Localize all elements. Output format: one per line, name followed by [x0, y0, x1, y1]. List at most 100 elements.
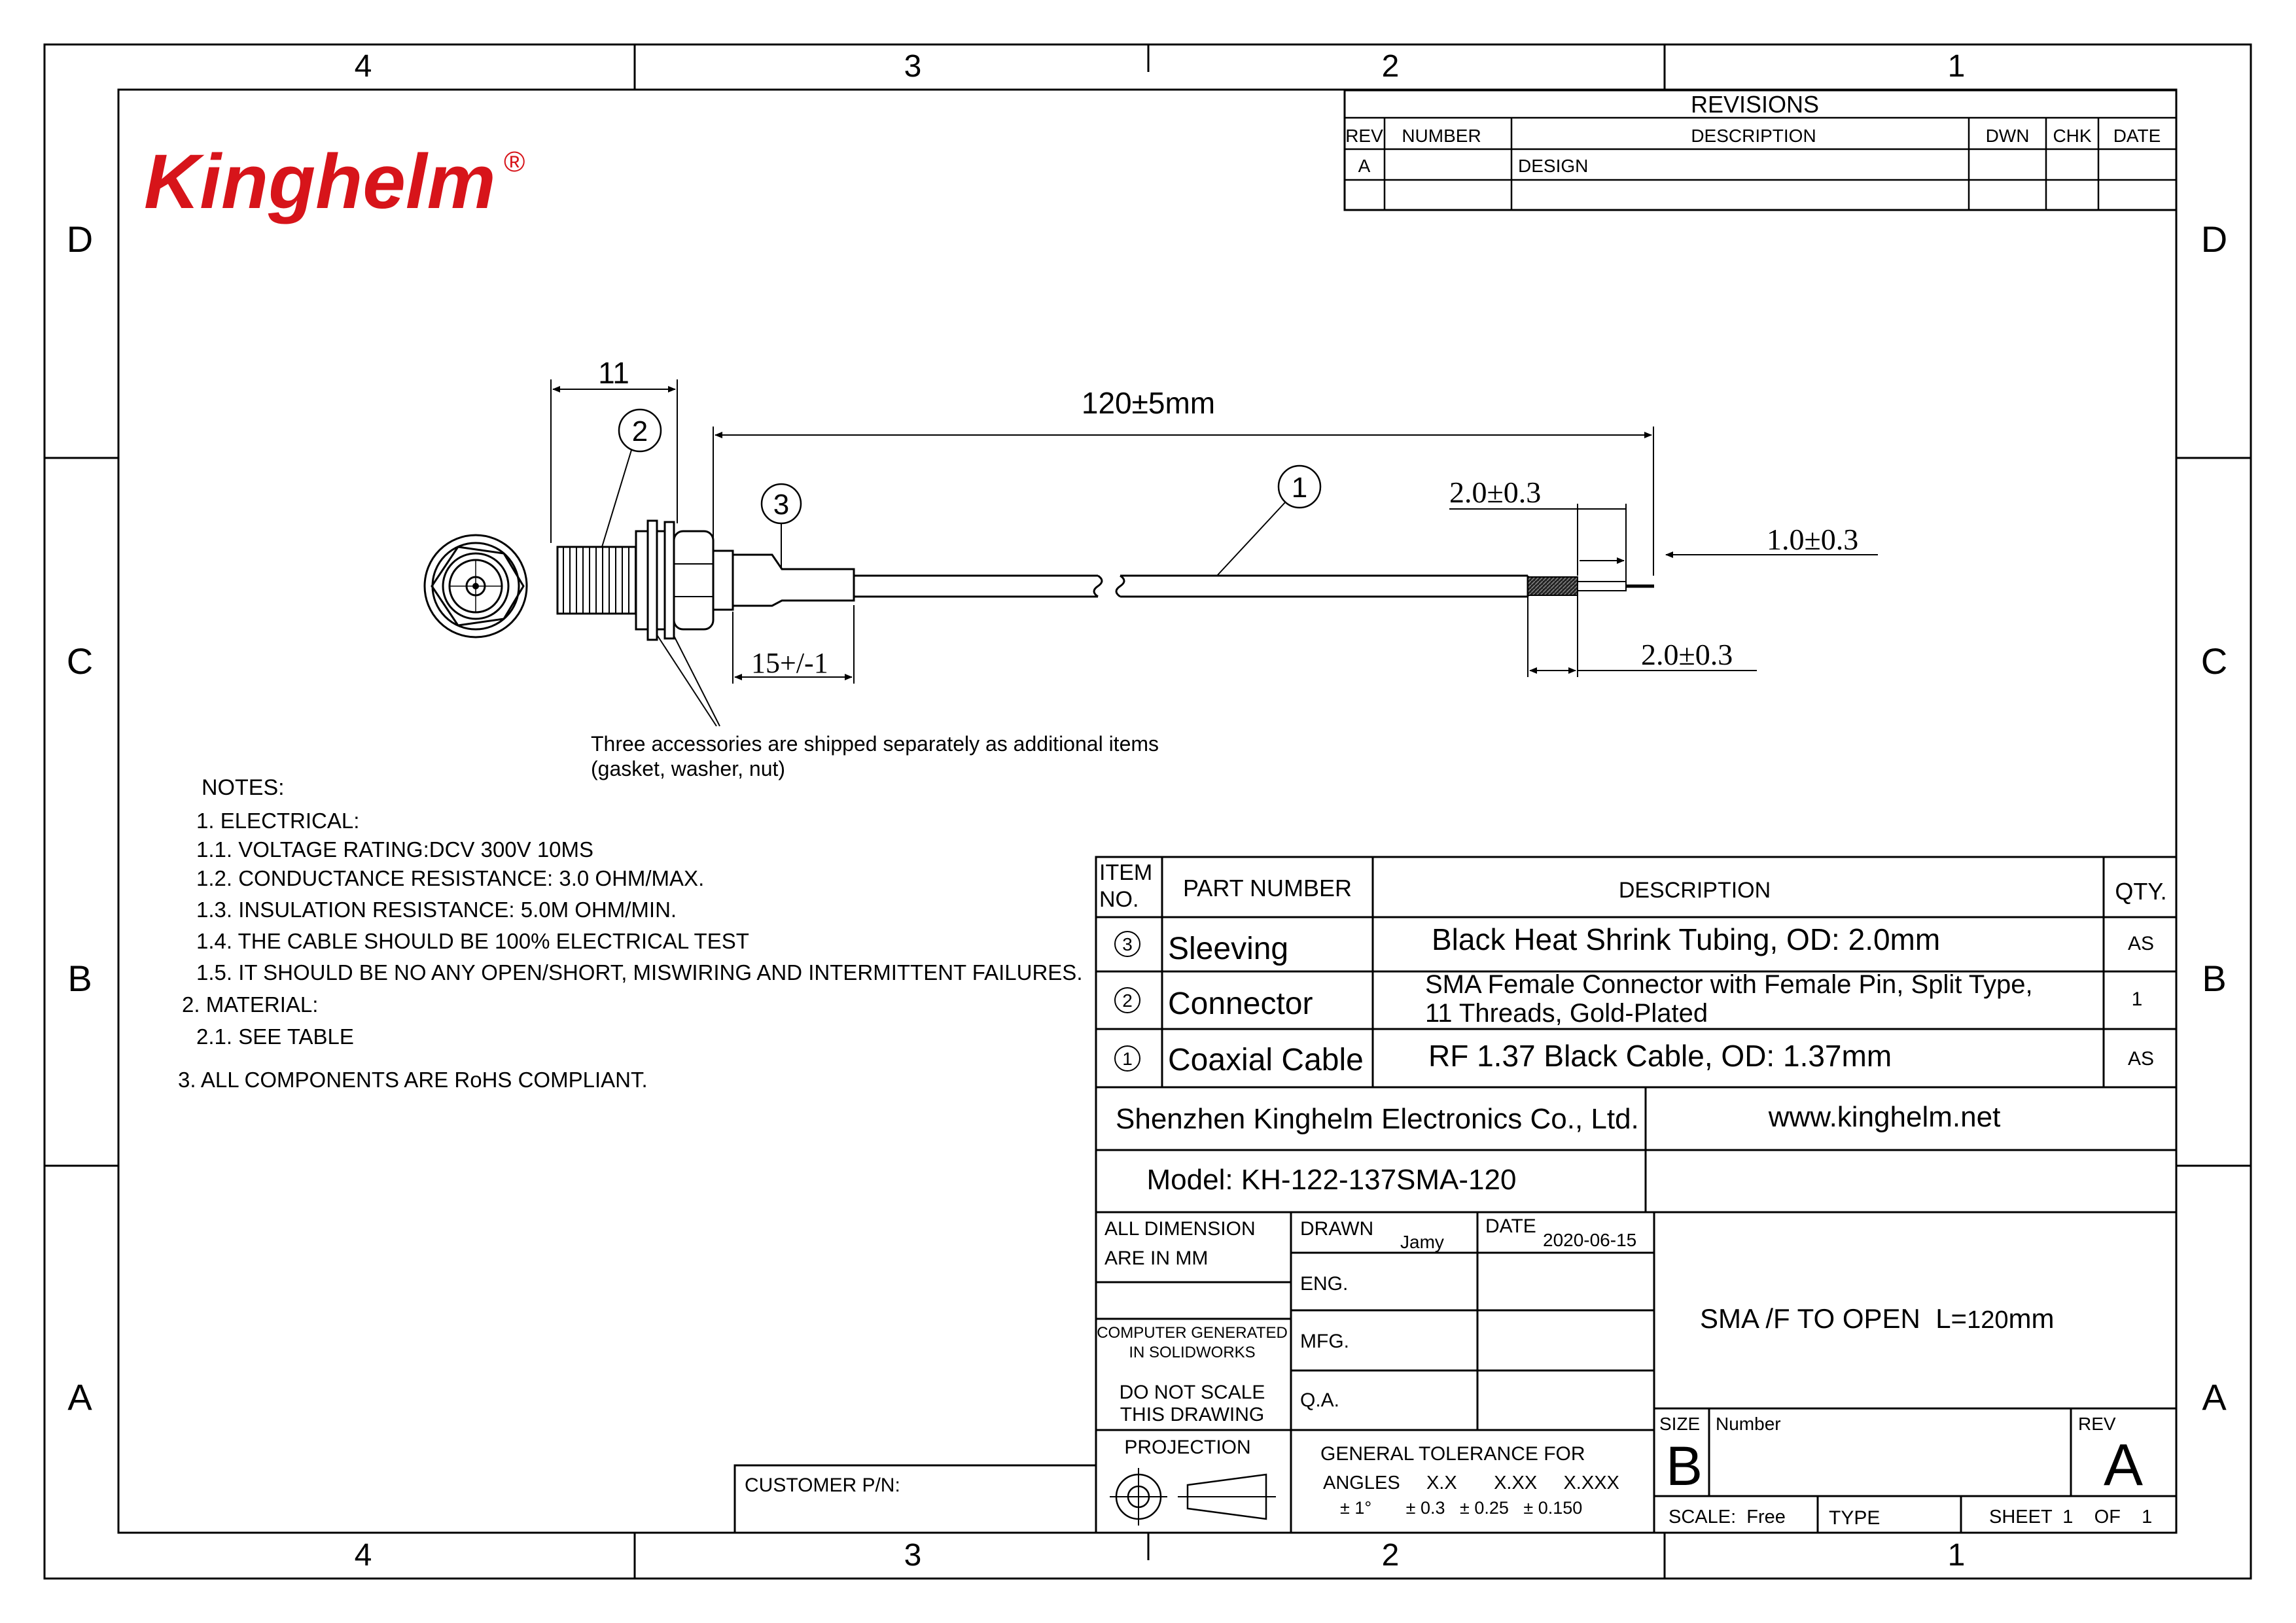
dimension-connector-length: 11 [550, 356, 678, 543]
company-website: www.kinghelm.net [1768, 1101, 2001, 1133]
accessory-note-line-2: (gasket, washer, nut) [591, 757, 785, 780]
dim-pin-label: 1.0±0.3 [1767, 523, 1858, 556]
dimension-pin: 1.0±0.3 [1665, 523, 1878, 558]
dim-total-length-label: 120±5mm [1082, 386, 1215, 420]
number-label: Number [1716, 1414, 1781, 1434]
zone-col-top-4: 4 [355, 49, 372, 84]
eng-label: ENG. [1300, 1273, 1348, 1295]
computer-generated-line-2: IN SOLIDWORKS [1129, 1344, 1255, 1361]
rev-row-1-description: DESIGN [1518, 156, 1588, 176]
bom-row-3-part: Sleeving [1168, 932, 1288, 966]
all-dimension-line-2: ARE IN MM [1104, 1248, 1208, 1269]
bom-row-1-part: Coaxial Cable [1168, 1043, 1364, 1077]
zone-row-right-d: D [2201, 218, 2227, 260]
sheet-label: SHEET 1 OF 1 [1989, 1507, 2152, 1527]
zone-row-left-c: C [67, 640, 93, 682]
note-line-2: 1.1. VOLTAGE RATING:DCV 300V 10MS [196, 837, 593, 862]
bom-row-1-item: 1 [1122, 1049, 1133, 1069]
customer-pn-box: CUSTOMER P/N: [733, 1464, 1097, 1534]
drawing-title: SMA /F TO OPEN L=120mm [1700, 1303, 2054, 1334]
notes-block: NOTES: 1. ELECTRICAL: 1.1. VOLTAGE RATIN… [178, 775, 1082, 1092]
dim-strip-top-label: 2.0±0.3 [1449, 476, 1541, 509]
zone-row-left-d: D [67, 218, 93, 260]
note-line-4: 1.3. INSULATION RESISTANCE: 5.0M OHM/MIN… [196, 898, 677, 922]
zone-col-bottom-3: 3 [904, 1538, 922, 1573]
drawn-label: DRAWN [1300, 1218, 1373, 1240]
balloon-3-label: 3 [773, 489, 789, 521]
drawing-title-length: 120 [1967, 1306, 2008, 1334]
zone-col-top-2: 2 [1382, 49, 1400, 84]
note-line-9: 3. ALL COMPONENTS ARE RoHS COMPLIANT. [178, 1068, 648, 1092]
drawing-title-unit: mm [2009, 1303, 2055, 1334]
rev-label: REV [2078, 1414, 2116, 1434]
bom-row-2-item: 2 [1122, 990, 1133, 1011]
revisions-table: REVISIONS REV NUMBER DESCRIPTION DWN CHK… [1343, 89, 2178, 211]
zone-col-bottom-1: 1 [1948, 1538, 1966, 1573]
dimension-strip-bottom: 2.0±0.3 [1527, 595, 1757, 677]
note-line-3: 1.2. CONDUCTANCE RESISTANCE: 3.0 OHM/MAX… [196, 866, 704, 890]
zone-row-right-a: A [2202, 1376, 2227, 1418]
bom-row-3-qty: AS [2128, 933, 2154, 954]
bom-row-1-item-circle [1114, 1045, 1140, 1072]
mfg-label: MFG. [1300, 1331, 1349, 1352]
do-not-scale-line-2: THIS DRAWING [1120, 1404, 1265, 1425]
drawn-value: Jamy [1400, 1232, 1444, 1252]
dim-connector-label: 11 [598, 356, 629, 390]
computer-generated-line-1: COMPUTER GENERATED [1097, 1324, 1288, 1342]
company-name: Shenzhen Kinghelm Electronics Co., Ltd. [1116, 1103, 1639, 1135]
qa-label: Q.A. [1300, 1389, 1339, 1411]
scale-label: SCALE: Free [1669, 1507, 1786, 1527]
tolerance-title: GENERAL TOLERANCE FOR [1320, 1443, 1585, 1465]
zone-col-bottom-4: 4 [355, 1538, 372, 1573]
logo-text: Kinghelm [144, 139, 496, 225]
third-angle-projection-icon [1110, 1468, 1276, 1526]
size-value: B [1666, 1435, 1703, 1497]
dimension-sleeve-length: 15+/-1 [732, 605, 855, 684]
bom-header-part: PART NUMBER [1183, 875, 1352, 901]
zone-row-left-a: A [67, 1376, 92, 1418]
zone-col-bottom-2: 2 [1382, 1538, 1400, 1573]
logo-registered-mark: ® [504, 146, 525, 178]
bom-row-3-desc: Black Heat Shrink Tubing, OD: 2.0mm [1432, 922, 1940, 956]
dim-strip-bottom-label: 2.0±0.3 [1641, 638, 1733, 671]
type-label: TYPE [1829, 1507, 1880, 1529]
zone-row-right-b: B [2202, 958, 2226, 999]
do-not-scale-line-1: DO NOT SCALE [1120, 1382, 1265, 1403]
balloon-item-2: 2 [601, 408, 662, 548]
bom-header-item-2: NO. [1099, 887, 1139, 912]
note-line-5: 1.4. THE CABLE SHOULD BE 100% ELECTRICAL… [196, 929, 749, 953]
date-label: DATE [1485, 1215, 1536, 1237]
dim-sleeve-label: 15+/-1 [751, 647, 828, 679]
note-line-6: 1.5. IT SHOULD BE NO ANY OPEN/SHORT, MIS… [196, 960, 1082, 985]
connector-side-view [556, 519, 1654, 641]
all-dimension-line-1: ALL DIMENSION [1104, 1218, 1256, 1240]
note-line-8: 2.1. SEE TABLE [196, 1024, 354, 1049]
balloon-item-3: 3 [760, 483, 802, 569]
bom-row-2-item-circle [1114, 987, 1140, 1013]
bom-header-item-1: ITEM [1099, 860, 1152, 885]
balloon-2-label: 2 [632, 415, 648, 447]
dimension-total-length: 120±5mm [713, 386, 1654, 576]
rev-header-chk: CHK [2053, 126, 2091, 146]
zone-col-top-3: 3 [904, 49, 922, 84]
bom-row-1-qty: AS [2128, 1048, 2154, 1070]
bom-row-2-part: Connector [1168, 986, 1313, 1021]
connector-front-view [423, 534, 528, 638]
note-line-1: 1. ELECTRICAL: [196, 809, 359, 833]
projection-label: PROJECTION [1124, 1437, 1250, 1458]
rev-value: A [2104, 1433, 2143, 1498]
cable-assembly-drawing: 11 120±5mm 15+/-1 2.0±0.3 1.0±0.3 [423, 356, 1878, 780]
date-value: 2020-06-15 [1543, 1230, 1636, 1250]
zone-col-top-1: 1 [1948, 49, 1966, 84]
accessory-note-line-1: Three accessories are shipped separately… [591, 732, 1159, 756]
balloon-item-1: 1 [1216, 464, 1322, 576]
bom-row-3-item: 3 [1122, 934, 1133, 954]
company-logo: Kinghelm ® [144, 139, 525, 225]
model-number: Model: KH-122-137SMA-120 [1147, 1164, 1517, 1196]
bom-row-2-desc-line-1: SMA Female Connector with Female Pin, Sp… [1425, 970, 2033, 999]
note-line-7: 2. MATERIAL: [182, 992, 318, 1017]
rev-header-rev: REV [1345, 126, 1383, 146]
rev-header-dwn: DWN [1986, 126, 2030, 146]
drawing-frame: 4 3 2 1 4 3 2 1 D C B A D C B A [43, 43, 2252, 1580]
balloon-1-label: 1 [1292, 472, 1307, 504]
